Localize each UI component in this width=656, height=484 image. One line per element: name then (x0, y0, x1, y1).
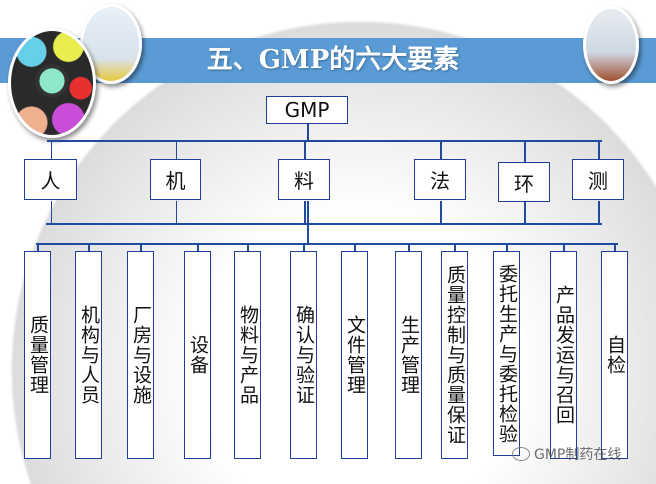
element-box: 环 (498, 162, 550, 202)
connector (354, 243, 356, 251)
watermark: GMP制药在线 (512, 444, 621, 464)
connector (524, 140, 526, 162)
connector (175, 201, 177, 223)
gmp-item-box: 确认与验证 (290, 251, 317, 459)
connector (304, 140, 306, 159)
connector (454, 243, 456, 251)
connector (197, 243, 199, 251)
connector (408, 243, 410, 251)
pills-photo (8, 28, 96, 138)
connector (440, 201, 442, 223)
connector (563, 243, 565, 251)
element-box: 人 (24, 159, 77, 200)
connector (524, 201, 526, 223)
watermark-text: GMP制药在线 (534, 447, 622, 463)
gmp-item-box: 生产管理 (395, 251, 422, 459)
gmp-item-box: 物料与产品 (234, 251, 261, 459)
connector (88, 243, 90, 251)
connector (175, 140, 177, 159)
connector (303, 243, 305, 251)
gmp-item-box: 机构与人员 (75, 251, 102, 459)
gmp-item-box: 厂房与设施 (127, 251, 154, 459)
slide-title: 五、GMP的六大要素 (206, 45, 460, 75)
gmp-item-box: 文件管理 (341, 251, 368, 459)
gmp-item-box: 质量管理 (24, 251, 51, 459)
gmp-item-box: 自检 (601, 251, 628, 459)
connector (506, 243, 508, 251)
connector (307, 201, 309, 244)
connector (307, 124, 309, 140)
medicine-package-photo (583, 6, 639, 84)
connector (50, 201, 52, 223)
connector (46, 223, 602, 225)
connector (36, 243, 618, 245)
connector (140, 243, 142, 251)
element-box: 机 (150, 159, 201, 200)
connector (47, 140, 602, 142)
connector (247, 243, 249, 251)
element-box: 测 (572, 159, 624, 200)
gmp-item-box: 产品发运与召回 (550, 251, 577, 459)
connector (614, 243, 616, 251)
connector (37, 243, 39, 251)
connector (304, 201, 306, 223)
gmp-item-box: 质量控制与质量保证 (441, 251, 468, 459)
connector (440, 140, 442, 159)
connector (50, 140, 52, 159)
wechat-icon (512, 447, 530, 461)
element-box: 料 (278, 159, 330, 200)
connector (598, 140, 600, 159)
element-box: 法 (414, 159, 466, 200)
root-box-gmp: GMP (266, 96, 348, 124)
gmp-item-box: 委托生产与委托检验 (493, 251, 520, 456)
connector (598, 201, 600, 223)
gmp-item-box: 设备 (184, 251, 211, 459)
